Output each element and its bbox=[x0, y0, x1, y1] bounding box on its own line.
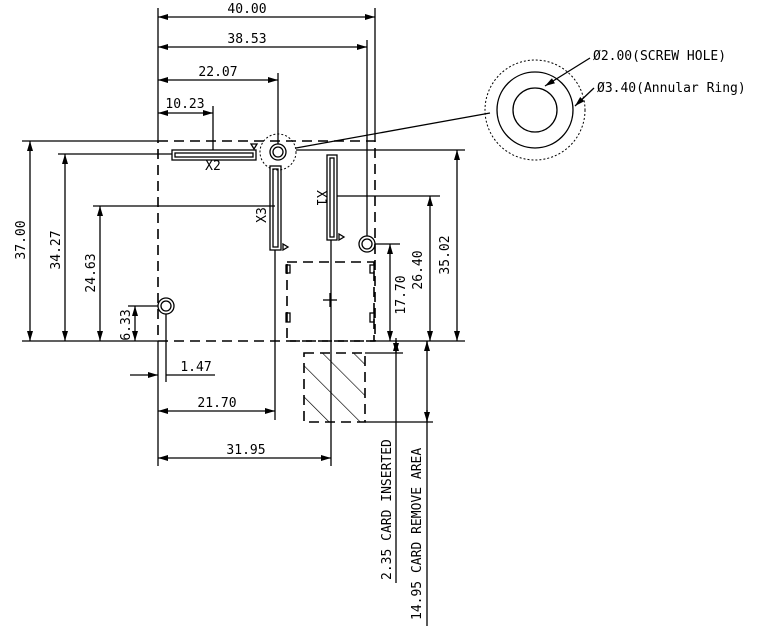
screw-hole-right bbox=[358, 235, 376, 253]
label-x3: X3 bbox=[255, 207, 270, 223]
card-slot bbox=[285, 261, 375, 342]
label-x1: X1 bbox=[313, 190, 328, 206]
card-remove-area: 2.35 CARD INSERTED 14.95 CARD REMOVE ARE… bbox=[303, 338, 433, 626]
screw-hole-detail: Ø2.00(SCREW HOLE) Ø3.40(Annular Ring) bbox=[295, 49, 746, 161]
screw-hole-top bbox=[259, 133, 297, 171]
note-card-remove-area: 14.95 CARD REMOVE AREA bbox=[410, 448, 425, 620]
dim-26-40: 26.40 bbox=[411, 250, 426, 289]
dim-6-33: 6.33 bbox=[119, 309, 134, 340]
dim-1-47: 1.47 bbox=[180, 360, 211, 375]
dim-40-00: 40.00 bbox=[227, 2, 266, 17]
dim-10-23: 10.23 bbox=[165, 97, 204, 112]
board-outline bbox=[157, 140, 376, 342]
dim-38-53: 38.53 bbox=[227, 32, 266, 47]
dim-31-95: 31.95 bbox=[226, 443, 265, 458]
dim-35-02: 35.02 bbox=[438, 235, 453, 274]
connector-x1: X1 bbox=[313, 154, 346, 242]
label-annular-ring: Ø3.40(Annular Ring) bbox=[597, 81, 746, 96]
bottom-dimensions: 1.47 21.70 31.95 bbox=[130, 240, 332, 466]
connector-x2: X2 bbox=[171, 143, 259, 174]
dim-24-63: 24.63 bbox=[84, 253, 99, 292]
dim-37-00: 37.00 bbox=[14, 220, 29, 259]
dim-21-70: 21.70 bbox=[197, 396, 236, 411]
connector-x3: X3 bbox=[255, 165, 290, 252]
top-dimensions: 40.00 38.53 22.07 10.23 bbox=[157, 2, 376, 236]
dim-34-27: 34.27 bbox=[49, 230, 64, 269]
label-x2: X2 bbox=[205, 159, 221, 174]
note-card-inserted: 2.35 CARD INSERTED bbox=[380, 439, 395, 580]
screw-hole-left bbox=[157, 297, 175, 315]
dim-22-07: 22.07 bbox=[198, 65, 237, 80]
label-screw-hole: Ø2.00(SCREW HOLE) bbox=[593, 49, 726, 64]
left-dimensions: 37.00 34.27 24.63 6.33 bbox=[14, 140, 275, 342]
right-dimensions: 17.70 26.40 35.02 bbox=[296, 149, 465, 342]
dim-17-70: 17.70 bbox=[394, 275, 409, 314]
